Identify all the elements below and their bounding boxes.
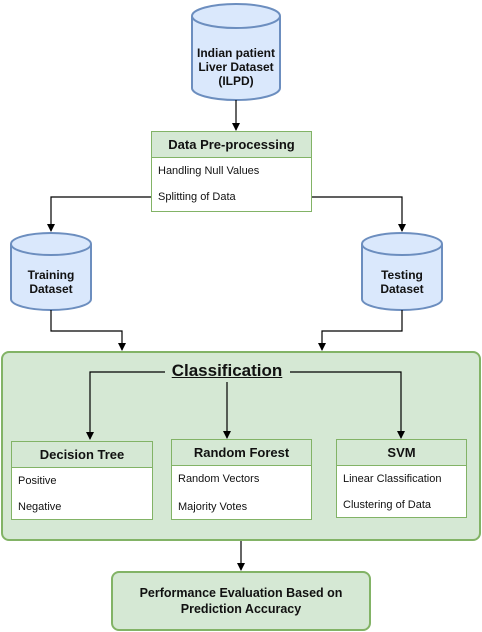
dataset-label: Indian patient Liver Dataset (ILPD) — [197, 46, 275, 88]
random-forest-box: Random Forest Random Vectors Majority Vo… — [171, 439, 312, 520]
preprocessing-box: Data Pre-processing Handling Null Values… — [151, 131, 312, 212]
training-cylinder — [10, 232, 92, 311]
testing-dataset-label: Testing Dataset — [380, 268, 424, 296]
arrow-classification-to-decision-tree — [86, 371, 167, 440]
random-forest-item-random-vectors: Random Vectors — [178, 473, 260, 485]
preprocessing-title: Data Pre-processing — [152, 132, 311, 158]
dataset-cylinder — [191, 3, 281, 101]
performance-evaluation-box: Performance Evaluation Based on Predicti… — [111, 571, 371, 631]
classification-title: Classification — [165, 360, 289, 382]
svm-item-linear-classification: Linear Classification — [343, 473, 442, 485]
arrow-testing-to-classification — [318, 310, 403, 351]
training-dataset-label: Training Dataset — [27, 268, 75, 296]
svm-item-clustering: Clustering of Data — [343, 499, 432, 511]
decision-tree-title: Decision Tree — [12, 442, 152, 468]
preprocessing-item-null-values: Handling Null Values — [158, 165, 260, 177]
decision-tree-item-negative: Negative — [18, 501, 62, 513]
random-forest-item-majority-votes: Majority Votes — [178, 501, 248, 513]
decision-tree-item-positive: Positive — [18, 475, 57, 487]
svm-box: SVM Linear Classification Clustering of … — [336, 439, 467, 518]
decision-tree-box: Decision Tree Positive Negative — [11, 441, 153, 520]
arrow-preprocessing-to-testing — [311, 196, 406, 232]
preprocessing-item-splitting: Splitting of Data — [158, 191, 236, 203]
svm-title: SVM — [337, 440, 466, 466]
arrow-training-to-classification — [50, 310, 126, 351]
random-forest-title: Random Forest — [172, 440, 311, 466]
arrow-classification-to-svm — [290, 371, 405, 439]
performance-evaluation-label: Performance Evaluation Based on Predicti… — [139, 586, 343, 616]
arrow-preprocessing-to-training — [47, 196, 152, 232]
